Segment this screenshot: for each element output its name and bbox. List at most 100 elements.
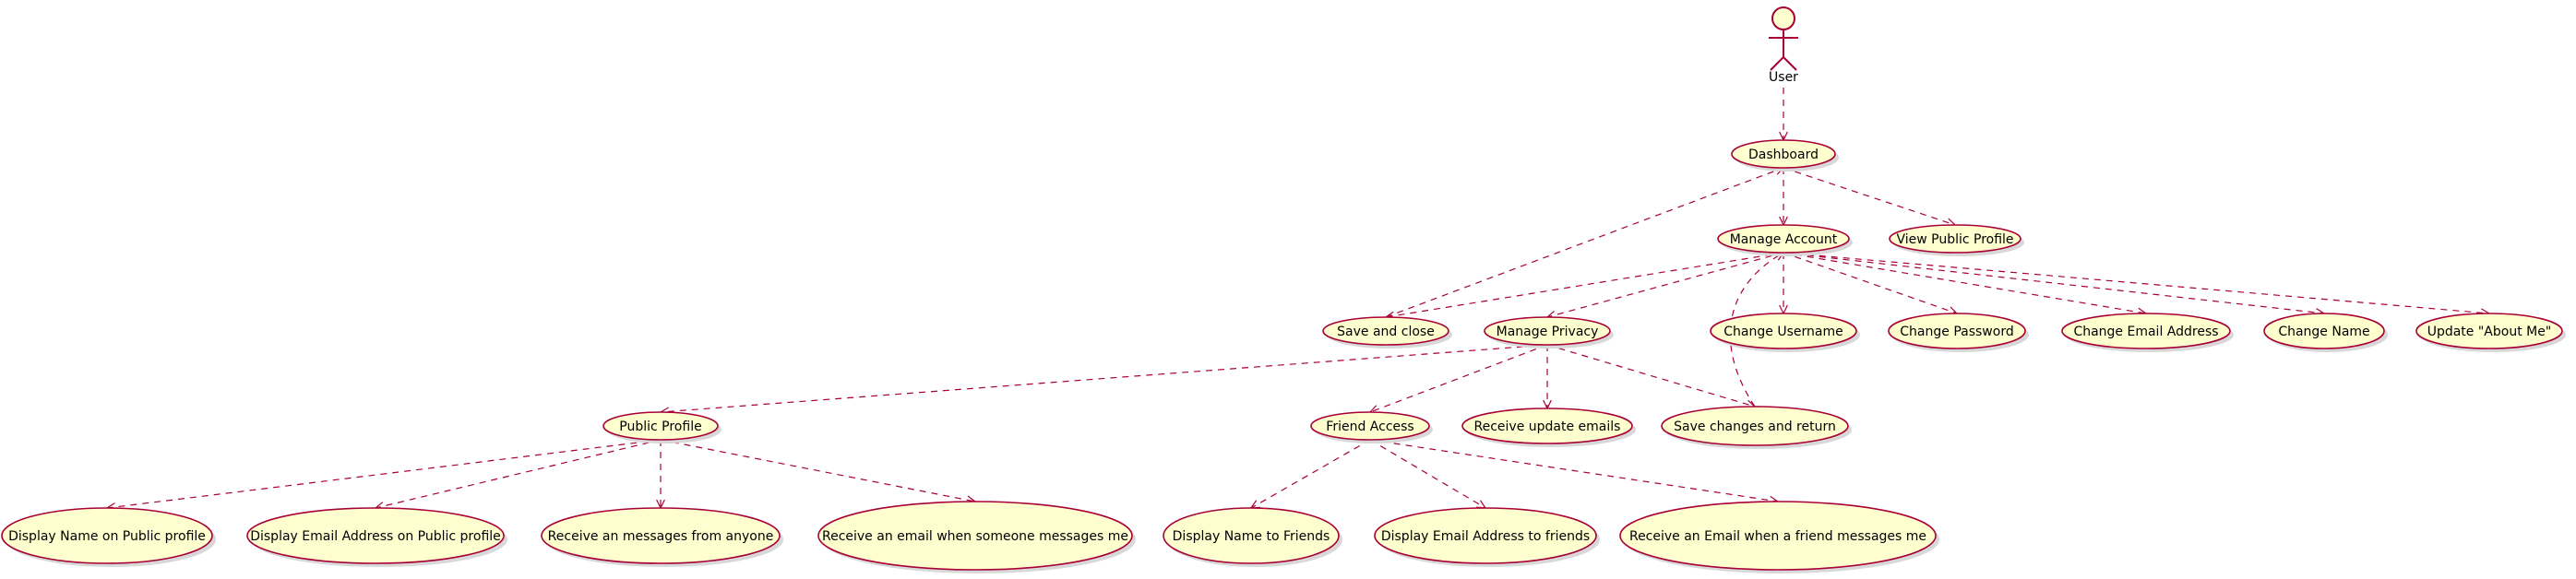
use-case-label: Display Name to Friends — [1173, 529, 1330, 544]
relation-dashboard-to-view_public_profile — [1783, 167, 1957, 227]
relation-manage_account-to-change_name — [1783, 252, 2326, 317]
use-case-label: Receive an Email when a friend messages … — [1629, 529, 1926, 544]
use-case-label: Save changes and return — [1674, 419, 1836, 434]
use-case-label: View Public Profile — [1896, 232, 2013, 247]
relation-line — [1385, 167, 1784, 318]
use-case-friend-access: Friend Access — [1310, 411, 1433, 443]
relation-manage_account-to-manage_privacy — [1545, 252, 1784, 320]
use-case-change-email-address: Change Email Address — [2061, 313, 2234, 352]
use-case-ellipse — [1461, 408, 1633, 444]
use-case-ellipse — [2263, 313, 2385, 349]
relation-friend_access-to-receive_email_friend — [1369, 439, 1780, 505]
use-case-label: Receive update emails — [1474, 419, 1621, 434]
actor-left-leg — [1770, 56, 1784, 71]
use-case-receive-email-friend: Receive an Email when a friend messages … — [1619, 501, 1939, 573]
use-case-save-and-close: Save and close — [1322, 316, 1452, 349]
relation-line — [1783, 252, 2325, 314]
relation-public_profile-to-display_email_public — [374, 439, 662, 511]
use-case-label: Receive an messages from anyone — [548, 529, 774, 544]
use-case-label: Change Email Address — [2073, 325, 2218, 339]
use-case-ellipse — [541, 507, 781, 564]
use-case-ellipse — [1310, 411, 1430, 441]
relations-layer — [105, 88, 2491, 512]
relation-manage_privacy-to-save_changes_and_return — [1546, 344, 1757, 409]
arrow-head-icon — [1475, 500, 1487, 509]
relation-line — [375, 439, 662, 509]
use-case-save-changes-and-return: Save changes and return — [1661, 406, 1852, 449]
use-case-ellipse — [246, 507, 505, 564]
relation-manage_account-to-update_about_me — [1783, 252, 2491, 318]
use-case-change-name: Change Name — [2263, 313, 2388, 352]
relation-manage_account-to-save_and_close — [1384, 252, 1784, 321]
use-case-label: Manage Account — [1730, 232, 1838, 247]
relation-line — [1546, 252, 1784, 318]
use-case-ellipse — [1710, 313, 1857, 349]
use-case-label: Save and close — [1337, 325, 1435, 339]
relation-line — [1783, 252, 2490, 314]
use-case-ellipse — [1163, 507, 1340, 564]
use-case-label: Manage Privacy — [1497, 325, 1599, 339]
relation-manage_privacy-to-friend_access — [1368, 344, 1548, 414]
use-case-receive-update-emails: Receive update emails — [1461, 408, 1636, 447]
use-case-ellipse — [1888, 313, 2026, 349]
use-case-ellipse — [602, 411, 719, 441]
relation-line — [660, 439, 976, 502]
use-case-ellipse — [1322, 316, 1449, 346]
relation-line — [106, 439, 662, 509]
use-case-ellipse — [1619, 501, 1937, 571]
use-case-label: Display Email Address to friends — [1381, 529, 1590, 544]
relation-line — [1546, 344, 1756, 408]
actor-user: User — [1769, 6, 1798, 85]
relation-dashboard-to-manage_account — [1779, 168, 1788, 227]
relation-friend_access-to-display_email_friends — [1369, 439, 1487, 509]
use-case-label: Display Email Address on Public profile — [250, 529, 501, 544]
relation-friend_access-to-display_name_friends — [1249, 439, 1371, 509]
use-case-view-public-profile: View Public Profile — [1889, 224, 2024, 256]
use-case-label: Receive an email when someone messages m… — [822, 529, 1128, 544]
use-case-ellipse — [817, 501, 1133, 571]
use-case-display-email-friends: Display Email Address to friends — [1374, 507, 1600, 567]
use-case-label: Change Password — [1900, 325, 2013, 339]
actor-right-leg — [1783, 56, 1797, 71]
relation-public_profile-to-display_name_public — [105, 439, 662, 512]
use-case-ellipse — [1484, 316, 1611, 346]
relation-manage_account-to-change_email_address — [1783, 252, 2148, 317]
relation-line — [1783, 167, 1956, 226]
relation-line — [1250, 439, 1371, 509]
use-case-ellipse — [2415, 313, 2563, 349]
use-case-ellipse — [1731, 139, 1836, 169]
use-case-display-name-public: Display Name on Public profile — [1, 507, 216, 567]
use-case-label: Dashboard — [1748, 148, 1819, 162]
relation-line — [1783, 252, 1958, 314]
use-case-public-profile: Public Profile — [602, 411, 722, 443]
arrow-head-icon — [1249, 500, 1261, 509]
relation-line — [660, 344, 1548, 413]
use-case-label: Friend Access — [1326, 419, 1413, 434]
use-case-change-password: Change Password — [1888, 313, 2029, 352]
use-case-label: Change Username — [1723, 325, 1843, 339]
use-case-ellipse — [1889, 224, 2021, 254]
use-case-manage-privacy: Manage Privacy — [1484, 316, 1614, 349]
use-case-update-about-me: Update "About Me" — [2415, 313, 2566, 352]
use-case-receive-email-someone: Receive an email when someone messages m… — [817, 501, 1136, 573]
use-case-label: Public Profile — [619, 419, 701, 434]
use-case-ellipse — [1717, 224, 1850, 254]
relation-manage_privacy-to-receive_update_emails — [1543, 345, 1552, 410]
relation-manage_privacy-to-public_profile — [659, 344, 1548, 417]
relation-actor-to-dashboard — [1779, 88, 1788, 142]
relation-manage_account-to-change_username — [1779, 253, 1788, 315]
use-case-label: Update "About Me" — [2427, 325, 2552, 339]
relation-line — [1369, 439, 1486, 509]
use-case-ellipse — [2061, 313, 2231, 349]
use-case-display-name-friends: Display Name to Friends — [1163, 507, 1342, 567]
use-case-dashboard: Dashboard — [1731, 139, 1839, 171]
use-case-ellipse — [1661, 406, 1849, 446]
actor-label: User — [1769, 70, 1798, 85]
relation-line — [1783, 252, 2147, 314]
relation-public_profile-to-receive_email_someone — [660, 439, 977, 505]
use-case-ellipse — [1, 507, 213, 564]
use-case-display-email-public: Display Email Address on Public profile — [246, 507, 507, 567]
use-case-manage-account: Manage Account — [1717, 224, 1853, 256]
